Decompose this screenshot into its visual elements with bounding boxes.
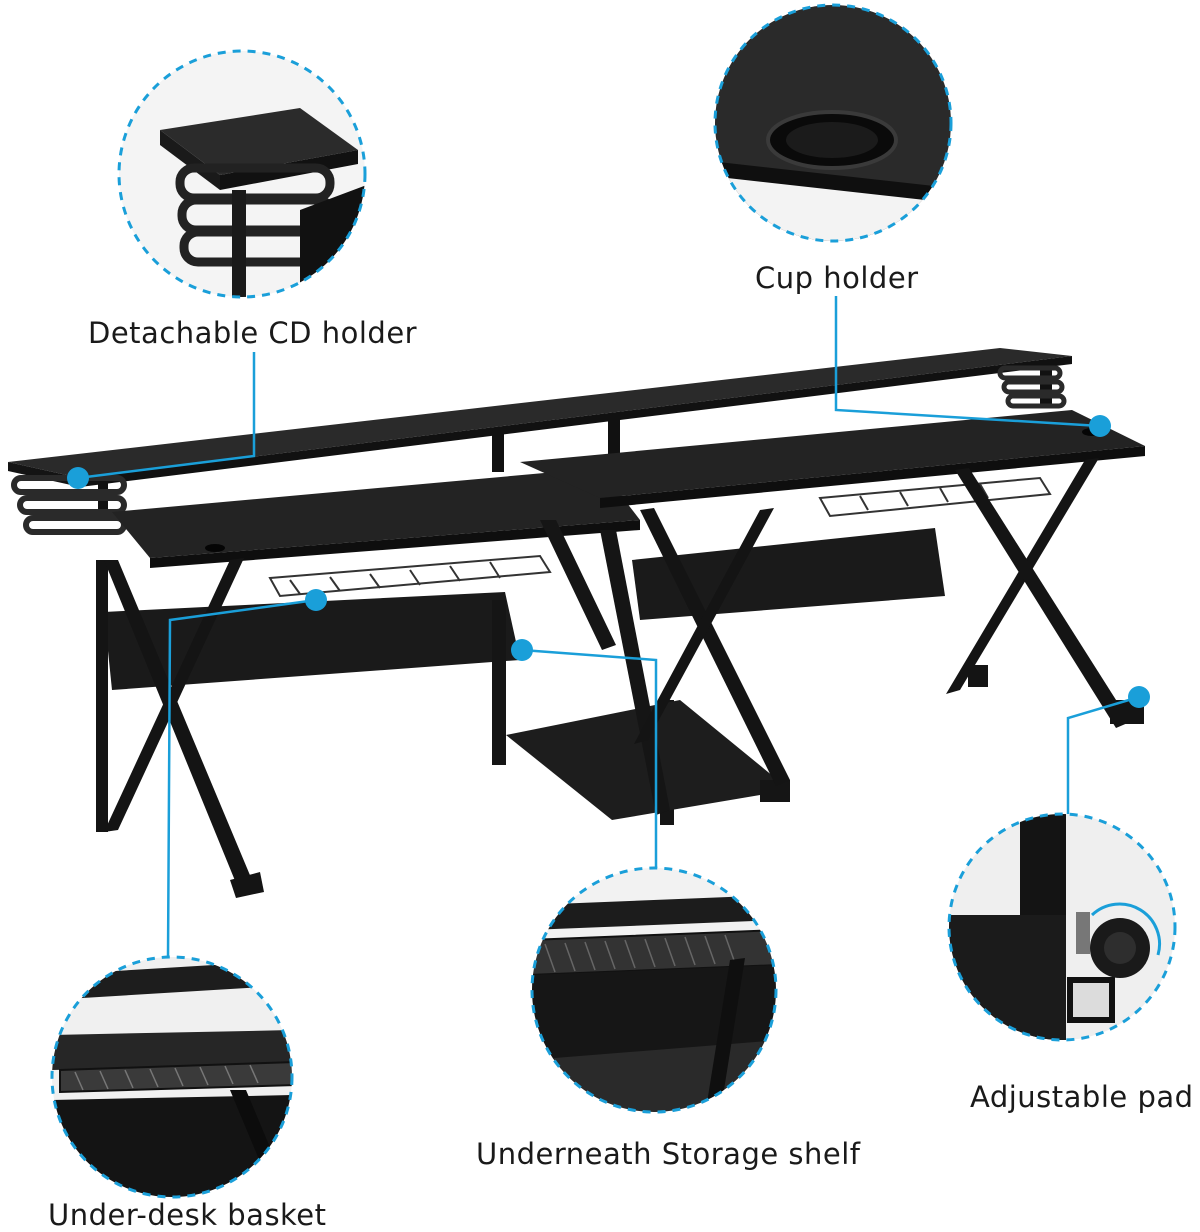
cup-hole-left bbox=[205, 544, 225, 552]
zoom-under-desk-basket bbox=[50, 955, 294, 1199]
zoom-adjustable-pad bbox=[947, 812, 1177, 1042]
center-storage-tower bbox=[492, 520, 790, 825]
monitor-shelf bbox=[8, 348, 1072, 478]
zoom-cd-holder bbox=[117, 49, 367, 299]
desktop-left bbox=[112, 468, 640, 558]
callout-label-under-desk-basket: Under-desk basket bbox=[48, 1198, 327, 1232]
zoom-cup-holder bbox=[713, 3, 953, 243]
double-desk bbox=[8, 348, 1145, 898]
rotate-arrow-icon bbox=[1090, 902, 1162, 956]
lower-shelf-right bbox=[632, 528, 945, 620]
callout-label-cup-holder: Cup holder bbox=[755, 261, 919, 295]
callout-label-cd-holder: Detachable CD holder bbox=[88, 316, 418, 350]
callout-label-storage-shelf: Underneath Storage shelf bbox=[476, 1137, 861, 1171]
legs-left bbox=[96, 558, 264, 898]
under-desk-basket-left bbox=[268, 554, 552, 598]
desktop-right bbox=[520, 410, 1145, 498]
callout-lines bbox=[77, 296, 1140, 959]
cd-holder-rings-right bbox=[997, 365, 1067, 409]
callout-dots bbox=[67, 415, 1150, 708]
legs-right bbox=[634, 458, 1144, 786]
callout-label-adjustable-pad: Adjustable pad bbox=[970, 1080, 1194, 1114]
zoom-storage-shelf bbox=[530, 866, 778, 1114]
